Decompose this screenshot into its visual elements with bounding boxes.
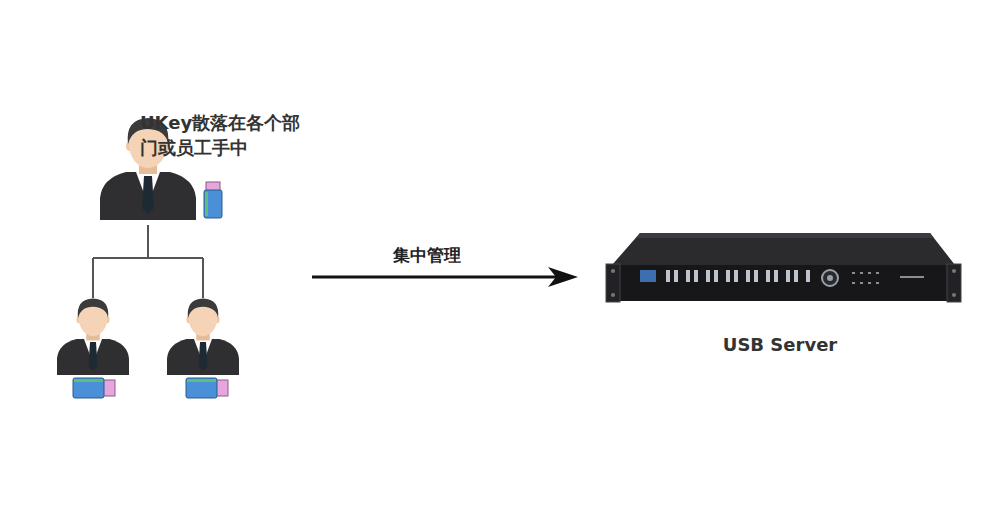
group-caption: UKey散落在各个部门或员工手中 — [140, 110, 312, 160]
ukey-holders-group: UKey散落在各个部门或员工手中 — [40, 110, 312, 470]
ukey-icon — [204, 182, 222, 218]
employee-figure — [57, 299, 129, 376]
ukey-icon — [186, 378, 228, 398]
ukey-icon — [73, 378, 115, 398]
edge-label: 集中管理 — [391, 244, 463, 267]
flow-arrow — [312, 267, 578, 287]
employee-figure — [167, 299, 239, 376]
tree-lines — [93, 225, 203, 298]
device-label: USB Server — [723, 332, 837, 357]
usb-server-device — [606, 233, 961, 302]
manager-figure — [100, 118, 196, 220]
usb-server-node: USB Server — [578, 225, 982, 357]
